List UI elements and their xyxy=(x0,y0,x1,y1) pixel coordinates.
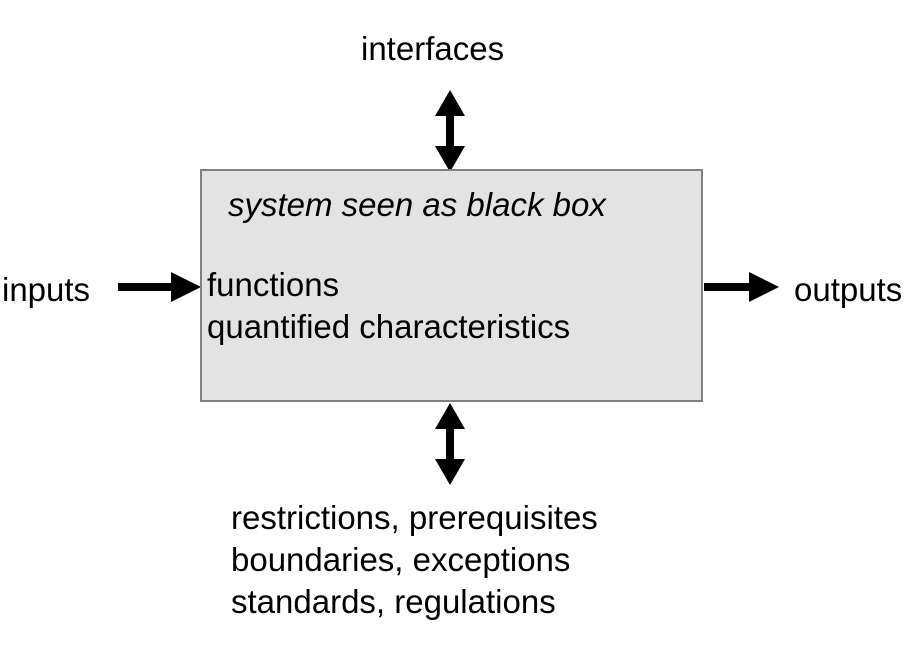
label-constraints: restrictions, prerequisites boundaries, … xyxy=(231,497,598,623)
inputs-arrow xyxy=(118,272,201,302)
label-outputs: outputs xyxy=(794,271,903,308)
black-box-rectangle xyxy=(200,169,703,402)
constraints-arrow xyxy=(435,403,465,485)
label-inputs: inputs xyxy=(2,271,91,308)
black-box-title: system seen as black box xyxy=(228,186,606,223)
label-constraints-line: boundaries, exceptions xyxy=(231,541,571,578)
label-interfaces: interfaces xyxy=(361,30,505,67)
black-box-contents: functions quantified characteristics xyxy=(207,264,570,348)
label-constraints-line: standards, regulations xyxy=(231,583,556,620)
outputs-arrow xyxy=(704,272,779,302)
interfaces-arrow xyxy=(435,90,465,172)
black-box-content-line: quantified characteristics xyxy=(207,308,571,345)
black-box-content-line: functions xyxy=(207,266,340,303)
label-constraints-line: restrictions, prerequisites xyxy=(231,499,598,536)
